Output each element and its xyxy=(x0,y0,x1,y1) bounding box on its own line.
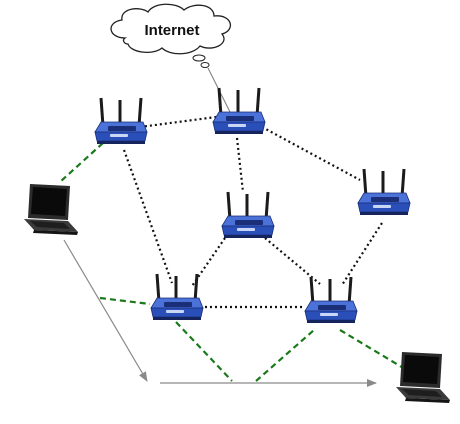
mesh-links xyxy=(122,115,383,309)
flow-arrow-down xyxy=(63,239,148,382)
mesh-link-a-b xyxy=(139,115,217,129)
wireless-link-route-3 xyxy=(255,329,315,382)
router-e-icon xyxy=(149,272,205,322)
router-f-icon xyxy=(303,275,359,325)
wireless-links xyxy=(59,142,411,382)
router-c-icon xyxy=(356,167,412,217)
cloud-bubble-small xyxy=(200,62,210,68)
mesh-link-b-d xyxy=(235,137,245,193)
mesh-link-a-e xyxy=(122,149,174,284)
wireless-link-route-1 xyxy=(99,296,151,306)
cloud-bubble-large xyxy=(192,54,206,62)
wireless-link-laptop-left-router-a xyxy=(59,142,104,183)
laptop-left-icon xyxy=(24,184,78,235)
laptop-right-icon xyxy=(396,352,450,403)
internet-cloud: Internet xyxy=(110,3,232,68)
internet-label: Internet xyxy=(144,22,199,39)
mesh-link-c-f xyxy=(341,222,383,286)
wireless-link-router-f-laptop-right xyxy=(339,329,411,373)
router-d-icon xyxy=(220,190,276,240)
mesh-link-b-c xyxy=(261,126,361,181)
mesh-link-d-f xyxy=(264,237,321,285)
router-b-icon xyxy=(211,86,267,136)
router-a-icon xyxy=(93,96,149,146)
wireless-link-route-2 xyxy=(175,321,233,382)
flow-arrows xyxy=(63,239,377,387)
